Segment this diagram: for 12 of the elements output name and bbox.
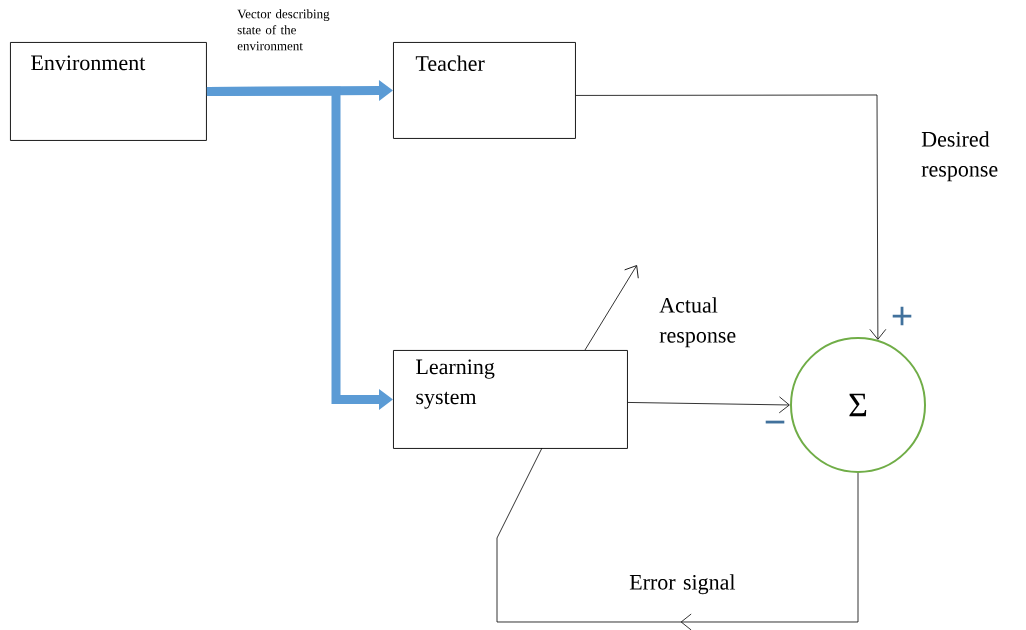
sign-label: − xyxy=(765,420,785,424)
edge-label: Vector describing state of the environment xyxy=(237,9,330,51)
process-box: Environment xyxy=(10,42,207,141)
arrow xyxy=(584,265,639,351)
arrow xyxy=(627,396,790,414)
sign-label: + xyxy=(892,306,912,326)
process-box: Teacher xyxy=(393,42,576,139)
edge-label: Error signal xyxy=(629,574,736,595)
arrow xyxy=(575,94,887,340)
edge-label: Actual response xyxy=(659,297,736,348)
process-box: Learning system xyxy=(393,350,628,449)
edge-label: Desired response xyxy=(921,131,998,182)
